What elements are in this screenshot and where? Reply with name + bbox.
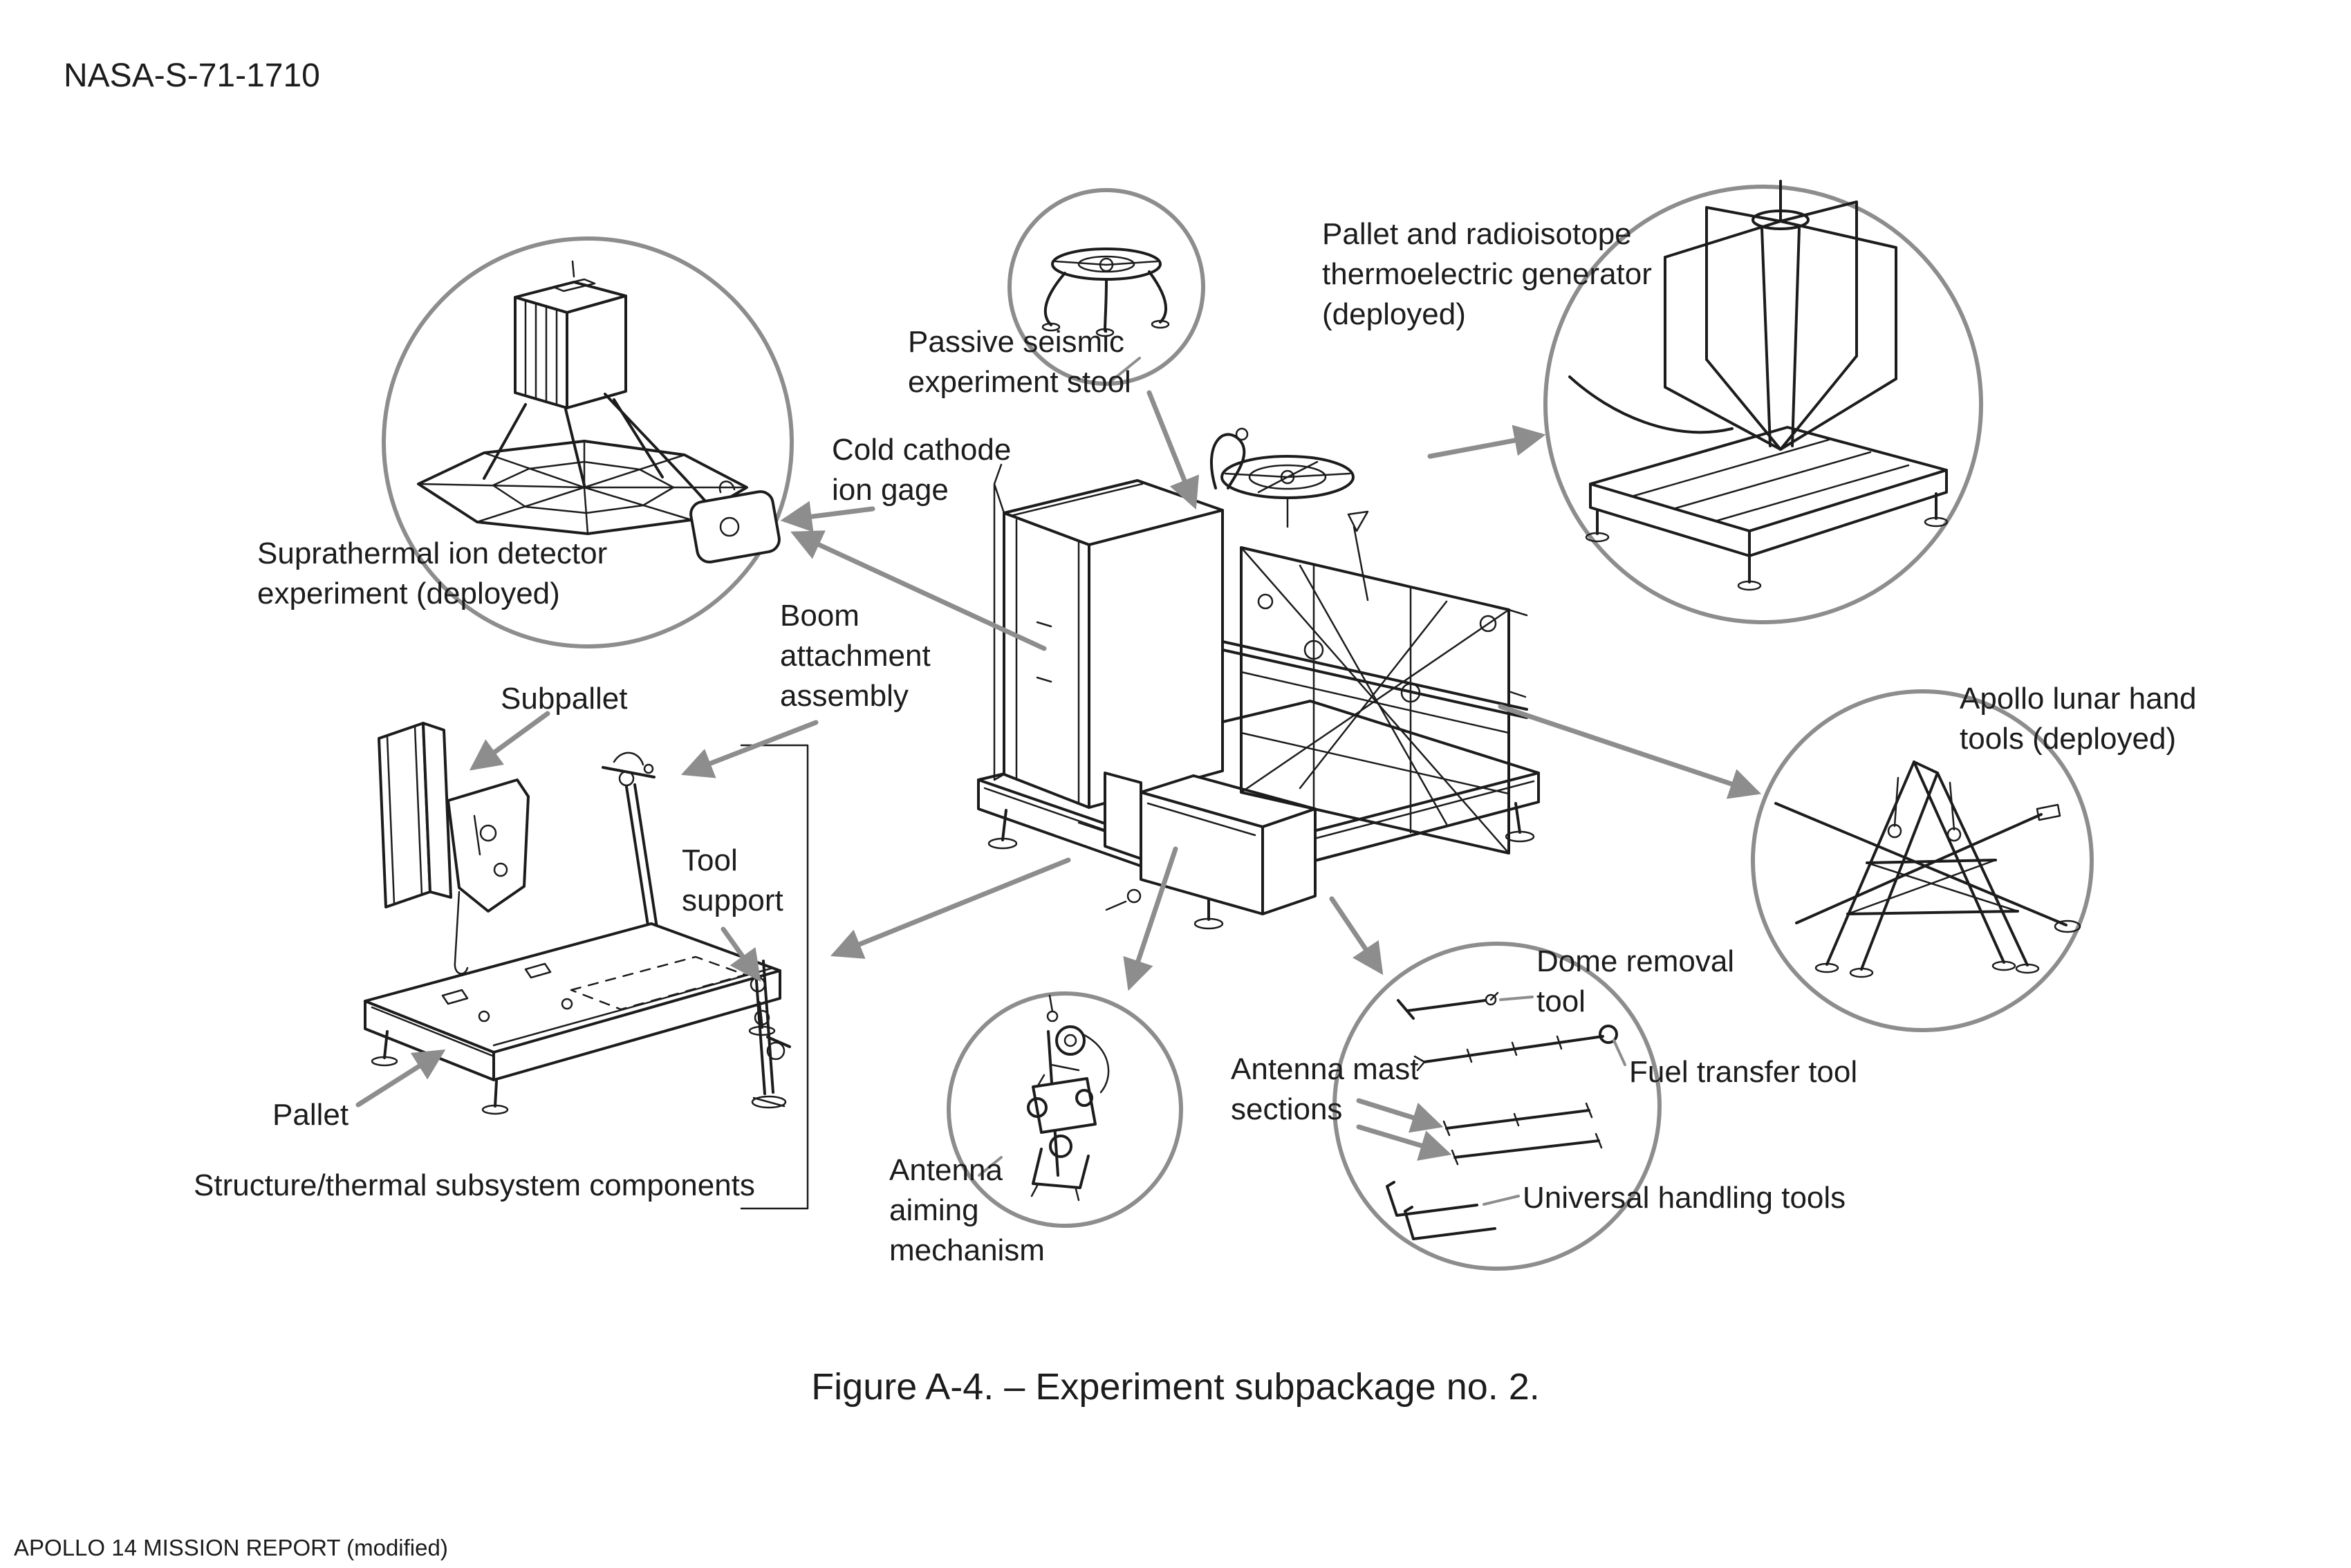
leader-universal-handling: [1483, 1195, 1520, 1206]
arrow-structure-to-ion-gage: [790, 530, 1047, 651]
label-boom-attachment: Boom attachment assembly: [780, 599, 931, 713]
arrow-structure-to-aiming: [1123, 846, 1178, 991]
cold-cathode-ion-gage-drawing: [689, 480, 781, 563]
lunar-hand-tools-drawing: [1774, 760, 2081, 978]
tool-support-assembly: [750, 960, 791, 1109]
subpallet-panel: [378, 722, 431, 908]
label-passive-seismic-stool: Passive seismic experiment stool: [908, 325, 1131, 400]
inset-circle-hand-tools: [1751, 689, 2094, 1032]
callout-arrows: [355, 357, 1762, 1206]
label-cold-cathode-ion-gage: Cold cathode ion gage: [832, 433, 1012, 507]
inset-circle-seismic-stool: [1007, 188, 1205, 386]
document-id: NASA-S-71-1710: [64, 57, 320, 94]
passive-seismic-stool-drawing: [1041, 248, 1170, 337]
inset-circle-rtg-pallet: [1543, 185, 1983, 624]
leader-dome-removal: [1499, 996, 1534, 1001]
inset-circle-antenna-aiming: [947, 991, 1183, 1228]
leader-aiming-label: [978, 1156, 1003, 1177]
label-lunar-hand-tools: Apollo lunar hand tools (deployed): [1960, 682, 2197, 756]
inset-circle-small-tools: [1332, 942, 1662, 1271]
label-antenna-mast-sections: Antenna mast sections: [1231, 1052, 1419, 1127]
label-universal-handling-tools: Universal handling tools: [1523, 1181, 1846, 1215]
arrow-mast-sections-2: [1356, 1124, 1452, 1161]
figure-caption: Figure A-4. – Experiment subpackage no. …: [811, 1366, 1540, 1408]
label-dome-removal-tool: Dome removal tool: [1536, 944, 1735, 1019]
arrow-subpallet-label: [469, 711, 550, 771]
arrow-structure-to-hand-tools: [1498, 704, 1762, 799]
inset-circles: [382, 185, 2094, 1271]
arrow-structure-to-tools: [1329, 896, 1384, 976]
label-subpallet: Subpallet: [501, 682, 628, 716]
fuel-transfer-tool-drawing: [1413, 1025, 1618, 1072]
dome-removal-tool-drawing: [1397, 991, 1499, 1020]
label-pallet: Pallet: [272, 1098, 349, 1132]
leader-fuel-transfer: [1613, 1039, 1626, 1066]
arrow-seismic-stool-label: [1146, 390, 1199, 510]
universal-handling-tools-drawing: [1386, 1181, 1496, 1240]
arrow-structure-to-components: [830, 857, 1071, 959]
stowed-antenna: [1220, 455, 1355, 528]
suprathermal-ion-detector-drawing: [417, 260, 748, 535]
rtg-pallet-drawing: [1568, 180, 1949, 591]
arrow-pallet-label: [355, 1049, 446, 1108]
label-tool-support: Tool support: [682, 843, 783, 918]
subpallet-bracket-plate: [447, 778, 530, 913]
small-tools-drawing: [1386, 991, 1618, 1240]
label-antenna-aiming: Antenna aiming mechanism: [889, 1153, 1045, 1268]
grouping-bracket: [740, 744, 809, 1210]
arrow-mast-sections-1: [1356, 1098, 1444, 1133]
arrow-tool-support-label: [721, 926, 761, 982]
antenna-aiming-mechanism-drawing: [1027, 994, 1110, 1202]
label-rtg-pallet: Pallet and radioisotope thermoelectric g…: [1322, 217, 1652, 332]
label-structure-thermal: Structure/thermal subsystem components: [194, 1168, 755, 1202]
arrow-boom-label: [680, 720, 819, 778]
inset-circle-suprathermal: [382, 236, 794, 648]
antenna-mast-sections-drawing: [1442, 1102, 1603, 1166]
rtg-cable: [1568, 375, 1734, 434]
structure-thermal-components-drawing: [364, 722, 809, 1210]
arrow-cold-cathode-label: [780, 501, 875, 532]
label-suprathermal-experiment: Suprathermal ion detector experiment (de…: [257, 536, 608, 611]
pallet-platform: [364, 922, 781, 1054]
report-footer: APOLLO 14 MISSION REPORT (modified): [14, 1535, 448, 1560]
arrow-structure-to-rtg: [1427, 424, 1546, 459]
subpackage-2-drawing: [977, 427, 1540, 930]
leader-stool-to-circle: [1109, 357, 1141, 383]
label-fuel-transfer-tool: Fuel transfer tool: [1629, 1055, 1858, 1089]
